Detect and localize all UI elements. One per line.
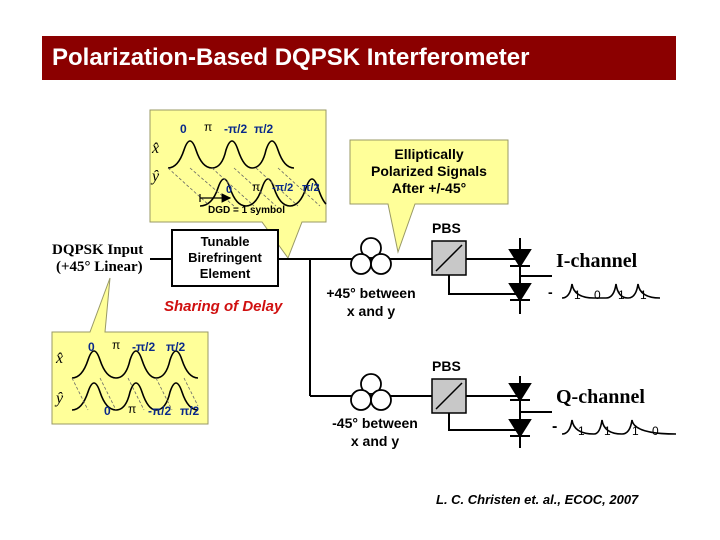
bottom-inset-y-phase-1: π [128,402,137,416]
bottom-inset-y-phase-3: π/2 [180,404,200,418]
i-channel-waveform [561,283,661,299]
element-line1: Tunable [200,234,250,249]
bottom-inset-y-waveform [71,382,199,411]
i-bit-0: - [548,284,553,300]
input-label: DQPSK Input (+45° Linear) [52,242,143,276]
citation: L. C. Christen et. al., ECOC, 2007 [436,492,639,507]
i-channel-balanced-detector [508,238,552,314]
title-bar: Polarization-Based DQPSK Interferometer [42,36,676,80]
elliptical-callout-text: Elliptically Polarized Signals After +/-… [350,146,508,197]
top-inset-y-phase-0: 0 [226,184,233,196]
top-inset-x-phase-2: -π/2 [224,122,248,136]
i-bit-3: 1 [618,288,625,302]
bottom-inset-callout [51,277,209,425]
element-line2: Birefringent [188,250,262,265]
top-between-line2: x and y [346,303,396,319]
q-bit-0: - [552,418,558,435]
top-between-label: +45° between x and y [312,284,430,320]
q-bit-3: 1 [632,424,639,438]
birefringent-element-label: Tunable Birefringent Element [172,234,278,282]
top-inset-x-axis: x̂ [152,140,160,157]
input-label-line2: (+45° Linear) [56,259,143,275]
sharing-of-delay-label: Sharing of Delay [164,298,283,315]
bottom-inset-x-waveform [71,350,199,379]
q-bit-1: 1 [578,424,585,438]
bottom-inset-y-phase-0: 0 [104,404,111,418]
bottom-inset-y-axis: ŷ [56,390,64,407]
birefringent-element-box [171,229,279,287]
bottom-between-line1: -45° between [332,415,418,431]
pbs-top-label: PBS [432,220,461,236]
top-inset-x-phase-3: π/2 [254,122,274,136]
bottom-inset-x-phase-0: 0 [88,340,95,354]
i-bit-1: 1 [574,288,581,302]
top-inset-y-axis: ŷ [152,168,160,185]
bottom-inset-dashed-links [71,377,199,411]
bottom-inset-x-phase-3: π/2 [166,340,186,354]
i-channel-label: I-channel [556,250,638,272]
top-inset-x-phase-0: 0 [180,122,187,136]
top-inset-x-waveform [167,140,295,169]
bottom-inset-y-phase-2: -π/2 [148,404,172,418]
input-label-line1: DQPSK Input [52,242,144,258]
element-line3: Element [199,266,251,281]
dgd-label: DGD = 1 symbol [208,205,285,216]
q-channel-balanced-detector [508,376,552,448]
i-bit-2: 0 [594,288,601,302]
top-inset-y-phase-2: -π/2 [272,182,294,194]
top-inset-y-phase-3: π/2 [302,182,320,194]
callout-line1: Elliptically [394,146,464,162]
bottom-inset-x-phase-2: -π/2 [132,340,156,354]
bottom-inset-x-axis: x̂ [56,350,64,367]
q-channel-label: Q-channel [556,386,645,408]
top-inset-dashed-links [167,167,321,207]
q-bit-4: 0 [652,424,659,438]
elliptical-callout [349,139,509,254]
page-title: Polarization-Based DQPSK Interferometer [52,44,530,71]
bottom-between-label: -45° between x and y [316,414,434,450]
top-inset-y-phase-1: π [252,180,261,194]
q-bit-2: 1 [604,424,611,438]
callout-line3: After +/-45° [391,180,467,196]
top-between-line1: +45° between [326,285,416,301]
pbs-bottom-label: PBS [432,358,461,374]
q-channel-waveform [561,419,677,435]
top-inset-callout [149,109,327,260]
callout-line2: Polarized Signals [371,163,487,179]
bottom-between-line2: x and y [350,433,400,449]
top-inset-x-phase-1: π [204,120,213,134]
i-bit-4: 1 [640,288,647,302]
bottom-inset-x-phase-1: π [112,338,121,352]
lower-polarization-controller [350,373,392,411]
upper-polarization-controller [350,237,392,275]
